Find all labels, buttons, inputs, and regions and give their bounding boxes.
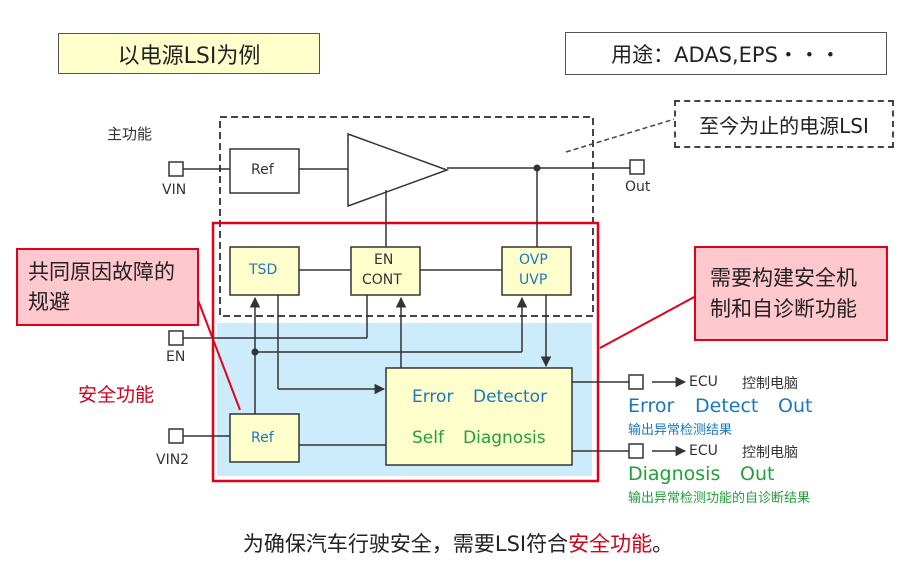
footer-suffix: 。 — [652, 532, 674, 556]
main-function-label: 主功能 — [107, 125, 153, 143]
vin-pin — [168, 161, 184, 177]
en-pin — [168, 330, 184, 346]
safety-function-boundary — [211, 221, 600, 483]
vin-label: VIN — [162, 182, 187, 198]
out-label: Out — [625, 179, 651, 195]
en-cont-block — [350, 246, 421, 296]
diag-out-sub: 输出异常检测功能的自诊断结果 — [628, 491, 811, 506]
en-cont-text-2: CONT — [362, 272, 402, 288]
footer-prefix: 为确保汽车行驶安全，需要LSI符合 — [242, 532, 569, 556]
usage-label: 用途：ADAS,EPS・・・ — [611, 42, 841, 67]
usage-label-box: 用途：ADAS,EPS・・・ — [565, 32, 887, 75]
footer-highlight: 安全功能 — [568, 532, 653, 556]
tsd-block — [229, 246, 300, 296]
diag-out-word-1: Diagnosis — [628, 463, 721, 485]
existing-lsi-leader — [565, 117, 679, 153]
common-cause-box: 共同原因故障的规避 — [16, 248, 199, 326]
ovp-uvp-block — [501, 246, 572, 296]
error-detect-out-word-3: Out — [778, 395, 813, 417]
ecu2-desc: 控制电脑 — [742, 445, 798, 461]
vin2-pin — [168, 428, 184, 444]
diagnosis-word: Diagnosis — [463, 428, 546, 448]
out-pin — [629, 159, 645, 175]
ref-top-text: Ref — [251, 162, 274, 178]
common-cause-leader — [197, 299, 241, 411]
safety-mechanism-leader — [599, 295, 697, 349]
diag-out-word-2: Out — [740, 463, 775, 485]
footer-text: 为确保汽车行驶安全，需要LSI符合安全功能。 — [0, 528, 916, 558]
error-detect-out-word-1: Error — [628, 395, 675, 417]
safety-mechanism-label: 需要构建安全机制和自诊断功能 — [710, 265, 857, 321]
self-word: Self — [412, 428, 444, 448]
existing-lsi-label: 至今为止的电源LSI — [699, 113, 869, 138]
tsd-text: TSD — [249, 262, 278, 278]
ecu1-label: ECU — [689, 374, 718, 390]
example-label: 以电源LSI为例 — [117, 43, 261, 69]
example-label-box: 以电源LSI为例 — [58, 33, 320, 74]
error-detect-out-word-2: Detect — [695, 395, 759, 417]
existing-lsi-box: 至今为止的电源LSI — [674, 100, 894, 148]
uvp-text: UVP — [519, 272, 548, 288]
ovp-text: OVP — [519, 252, 548, 268]
ecu1-desc: 控制电脑 — [742, 376, 798, 392]
ref-bottom-text: Ref — [251, 430, 274, 446]
ecu2-pin — [628, 443, 644, 459]
en-cont-text-1: EN — [374, 252, 394, 268]
safety-function-label: 安全功能 — [78, 384, 155, 406]
ref-bottom-block — [229, 413, 300, 463]
error-word: Error — [412, 387, 454, 407]
error-detector-block — [385, 367, 573, 466]
en-label: EN — [166, 349, 186, 365]
common-cause-label: 共同原因故障的规避 — [28, 260, 175, 314]
error-detect-sub: 输出异常检测结果 — [628, 423, 733, 438]
ref-top-block — [229, 148, 300, 194]
ecu1-pin — [628, 374, 644, 390]
amplifier-symbol — [347, 132, 450, 208]
detector-word: Detector — [473, 387, 548, 407]
safety-mechanism-box: 需要构建安全机制和自诊断功能 — [694, 246, 888, 341]
vin2-label: VIN2 — [156, 452, 190, 468]
ecu2-label: ECU — [689, 443, 718, 459]
